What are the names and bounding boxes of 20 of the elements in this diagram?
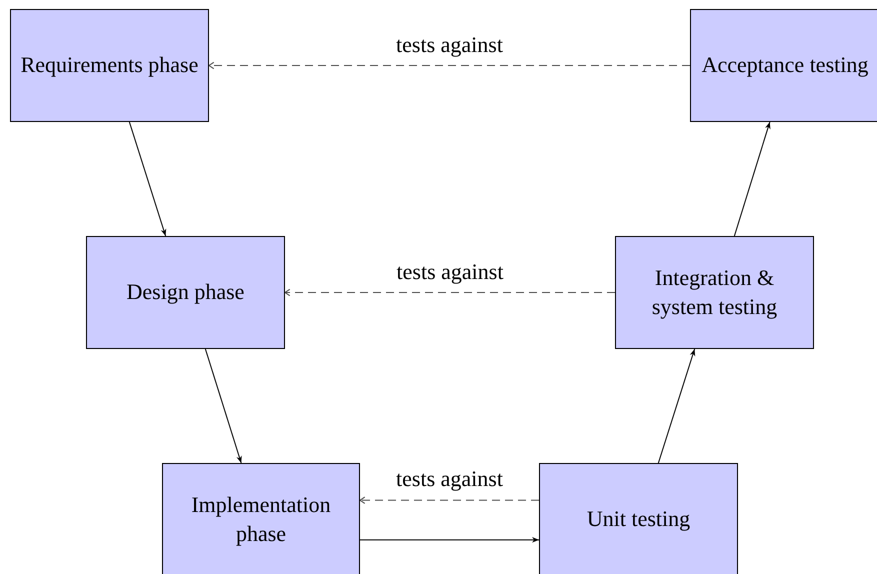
process-box — [10, 9, 209, 122]
arrow — [204, 348, 242, 464]
box-label: Unit testing — [586, 505, 690, 534]
arrow — [208, 62, 690, 70]
arrow — [359, 496, 540, 504]
box-label: Acceptance testing — [702, 51, 868, 80]
arrow — [658, 348, 696, 464]
box-label: Design phase — [126, 278, 244, 306]
process-box — [690, 9, 877, 122]
arrow — [360, 537, 540, 543]
process-box — [162, 463, 360, 574]
arrow — [128, 122, 166, 236]
process-box — [615, 236, 814, 349]
process-box — [539, 463, 738, 574]
arrow — [284, 288, 616, 296]
arrow — [734, 122, 770, 236]
box-label: Implementation phase — [190, 490, 332, 548]
box-label: Integration & system testing — [650, 264, 778, 321]
box-label: Requirements phase — [20, 51, 198, 80]
process-box — [86, 236, 285, 349]
